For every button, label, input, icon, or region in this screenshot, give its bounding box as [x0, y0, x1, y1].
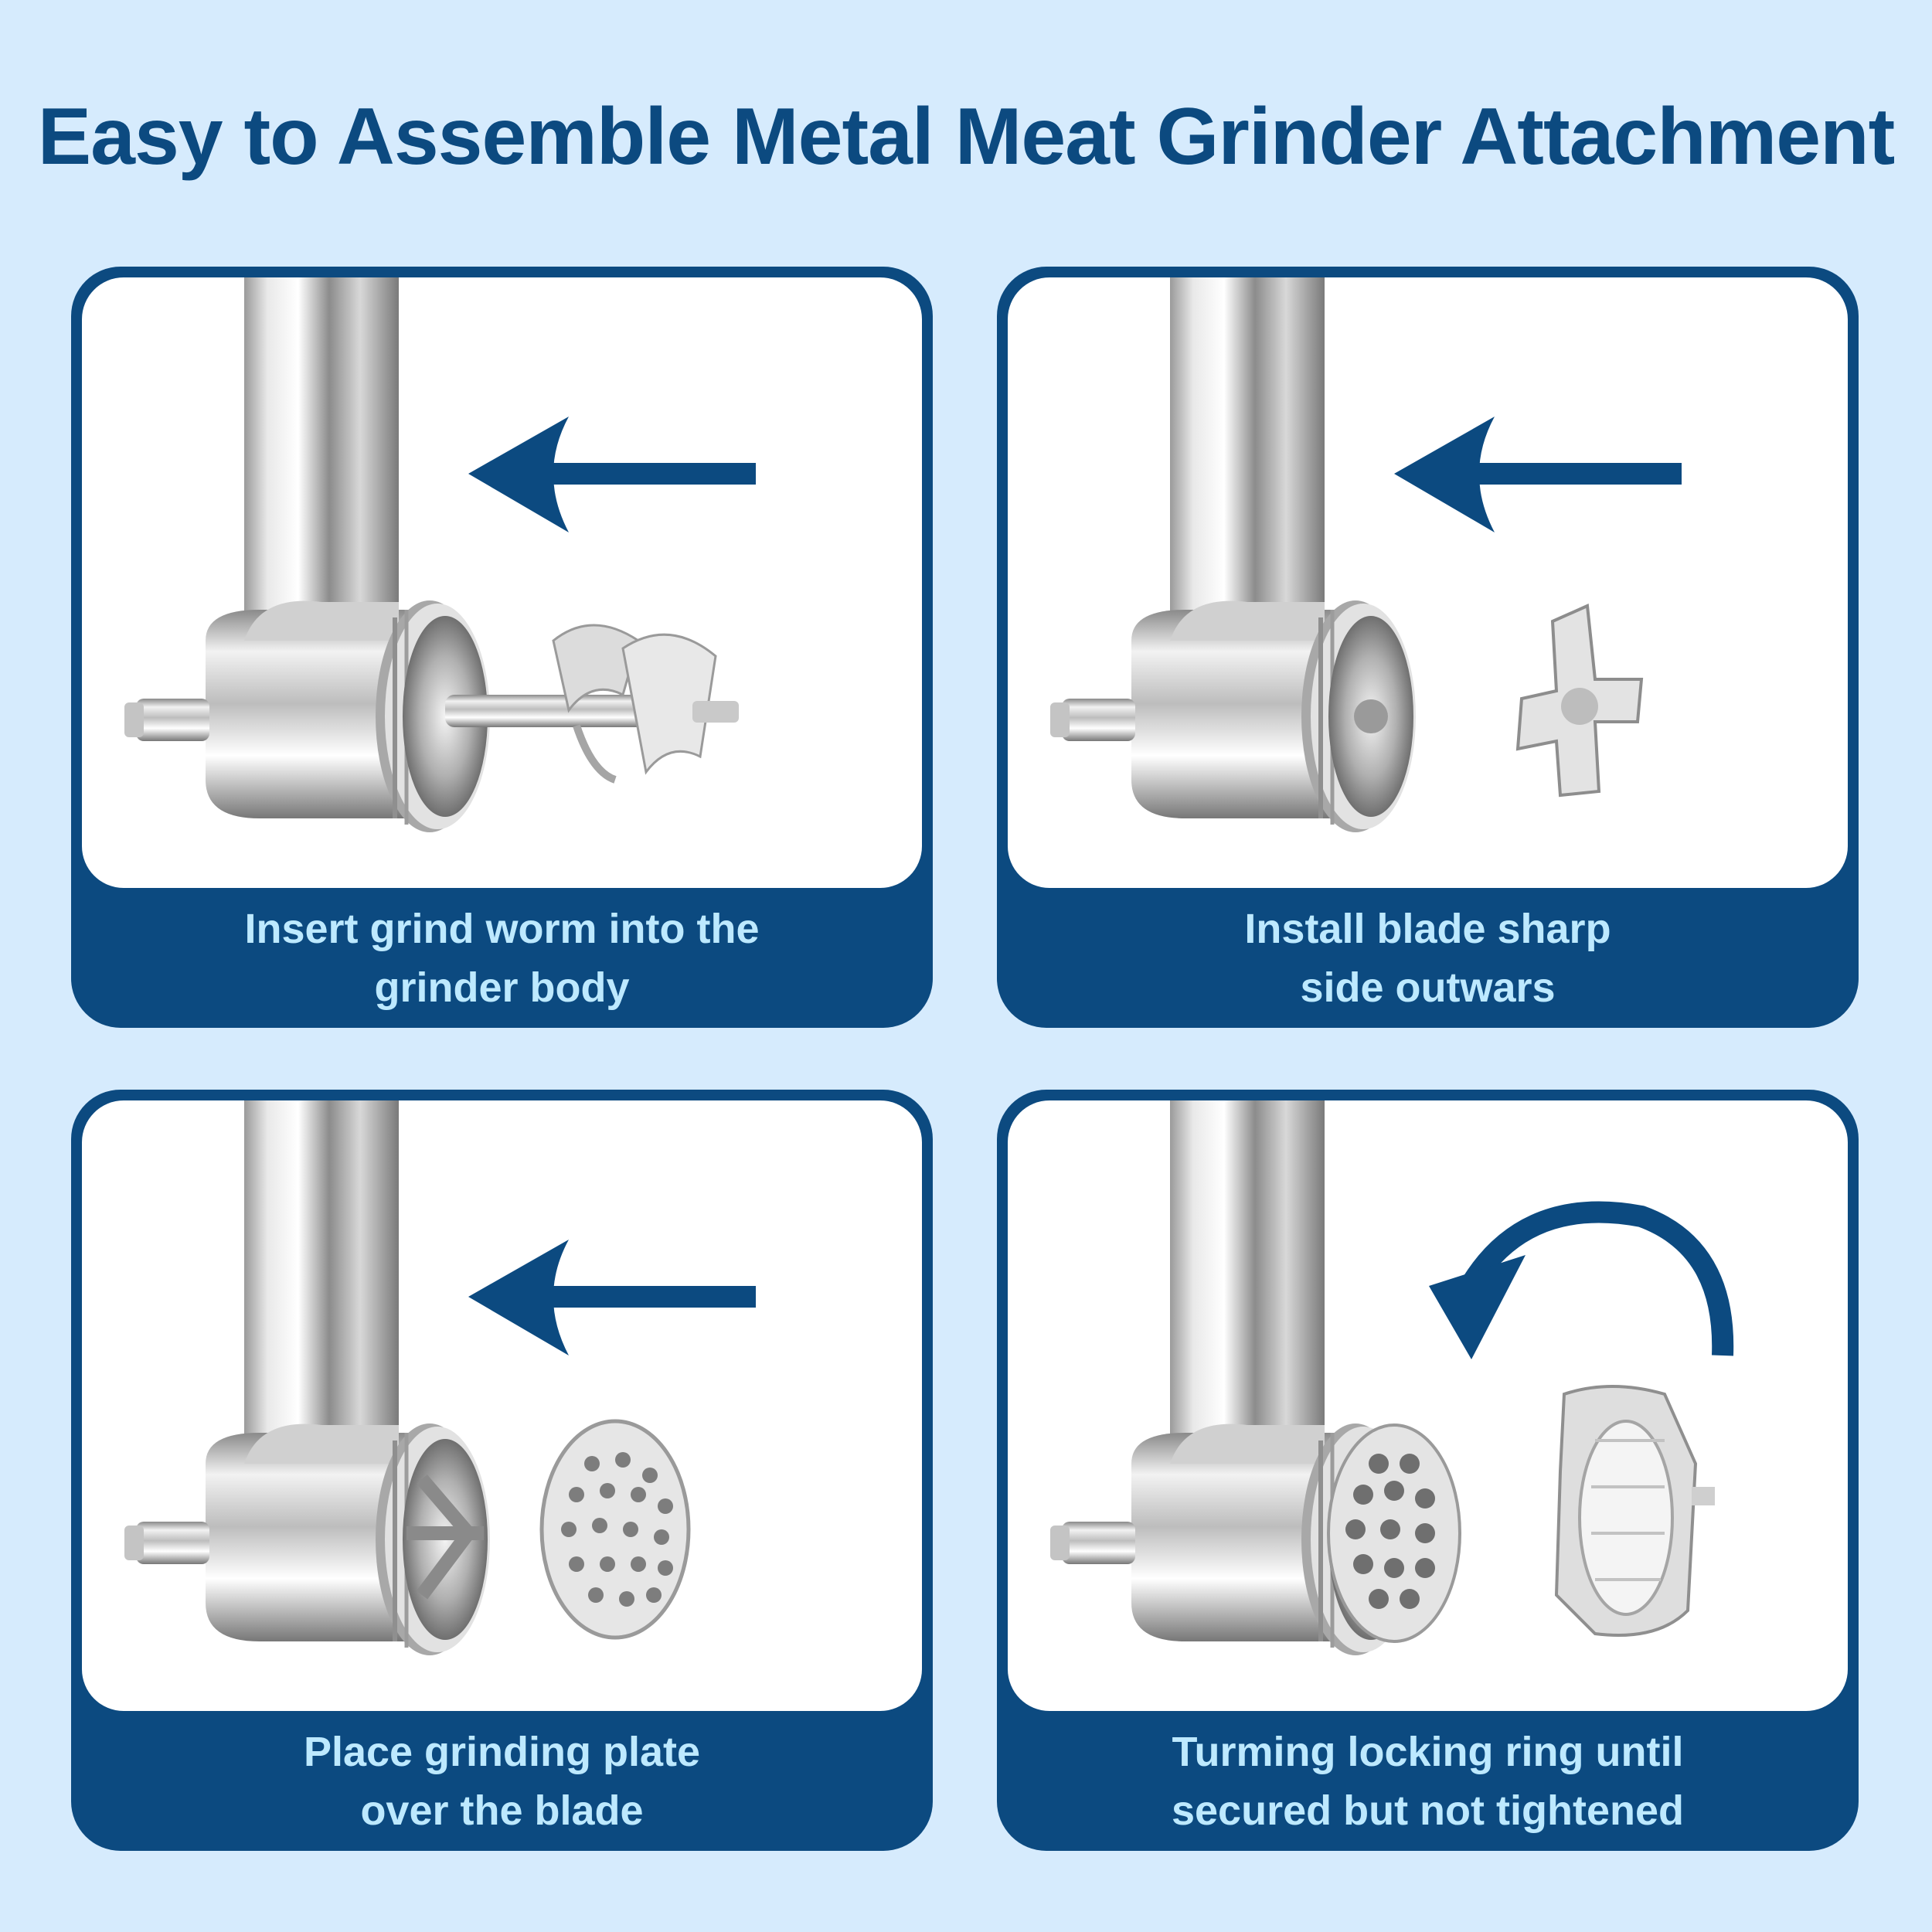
step-card-place-grinding-plate: Place grinding plate over the blade — [71, 1090, 933, 1851]
step-caption: Turming locking ring until secured but n… — [997, 1711, 1859, 1851]
step-card-turn-locking-ring: Turming locking ring until secured but n… — [997, 1090, 1859, 1851]
grinding-plate-icon — [539, 1419, 691, 1640]
caption-line: Install blade sharp — [1244, 905, 1611, 952]
caption-line: Place grinding plate — [303, 1728, 701, 1775]
grind-worm-icon — [445, 624, 739, 784]
caption-line: side outwars — [1300, 964, 1556, 1011]
arrow-left-icon — [468, 417, 756, 532]
blade-icon — [1515, 604, 1644, 798]
step-card-install-blade: Install blade sharp side outwars — [997, 267, 1859, 1028]
grinder-illustration — [1008, 277, 1682, 888]
step-photo — [1008, 277, 1848, 888]
caption-line: secured but not tightened — [1171, 1787, 1684, 1834]
caption-line: over the blade — [360, 1787, 644, 1834]
grinder-illustration — [82, 277, 756, 888]
step-photo — [82, 1100, 922, 1711]
caption-line: Insert grind worm into the — [244, 905, 760, 952]
step-caption: Place grinding plate over the blade — [71, 1711, 933, 1851]
step-photo — [82, 277, 922, 888]
arrow-left-icon — [468, 1240, 756, 1355]
step-card-insert-grind-worm: Insert grind worm into the grinder body — [71, 267, 933, 1028]
grinder-illustration — [82, 1100, 756, 1711]
step-caption: Insert grind worm into the grinder body — [71, 888, 933, 1028]
page-title: Easy to Assemble Metal Meat Grinder Atta… — [37, 92, 1896, 182]
curved-arrow-icon — [1429, 1201, 1734, 1359]
step-photo — [1008, 1100, 1848, 1711]
locking-ring-icon — [1554, 1385, 1715, 1637]
arrow-left-icon — [1394, 417, 1682, 532]
grinder-illustration — [1008, 1100, 1734, 1711]
step-caption: Install blade sharp side outwars — [997, 888, 1859, 1028]
caption-line: grinder body — [374, 964, 630, 1011]
caption-line: Turming locking ring until — [1172, 1728, 1684, 1775]
